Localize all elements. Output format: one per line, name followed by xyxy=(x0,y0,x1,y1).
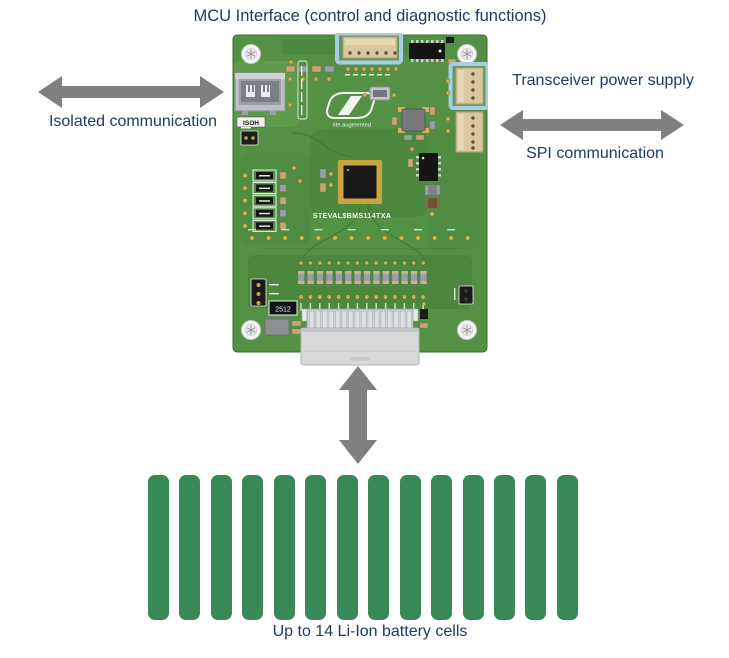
battery-cell xyxy=(242,475,264,620)
mounting-screw-top-left xyxy=(241,44,261,64)
battery-cell xyxy=(556,475,578,620)
battery-cell xyxy=(273,475,295,620)
battery-cell xyxy=(493,475,515,620)
transceiver-connector xyxy=(455,67,484,105)
resistor-2512: 2512 xyxy=(268,300,298,316)
isolated-communication-arrow xyxy=(38,76,224,108)
battery-connector xyxy=(300,308,420,366)
battery-cell xyxy=(179,475,201,620)
jumper-ext-gnd xyxy=(454,285,474,305)
test-point-row xyxy=(248,229,471,241)
battery-cell xyxy=(336,475,358,620)
battery-cell xyxy=(399,475,421,620)
mounting-screw-bottom-right xyxy=(457,320,477,340)
mounting-screw-bottom-left xyxy=(241,320,261,340)
logo-tagline: life.augmented xyxy=(333,123,371,129)
silkscreen-name: STEVAL$BMS114TXA xyxy=(313,211,392,220)
usb-connector xyxy=(234,72,286,115)
aux-connector-left xyxy=(250,278,279,307)
transformer xyxy=(391,106,436,141)
mcu-chip xyxy=(319,160,382,204)
mosfet xyxy=(264,317,302,336)
shunt-resistor-label: 2512 xyxy=(275,307,291,314)
usb-note-silkscreen-box xyxy=(287,59,308,120)
diagram-title: MCU Interface (control and diagnostic fu… xyxy=(193,7,547,25)
microusb-connector xyxy=(362,86,397,101)
spi-communication-arrow xyxy=(500,110,684,140)
mcu-connector xyxy=(342,36,398,59)
monitor-ic xyxy=(407,146,441,209)
board-to-battery-arrow xyxy=(339,366,377,464)
battery-cell xyxy=(525,475,547,620)
battery-cell xyxy=(148,475,169,620)
gpio-resistors xyxy=(242,165,303,232)
battery-cell xyxy=(210,475,232,620)
battery-cell xyxy=(462,475,484,620)
battery-cells xyxy=(148,475,578,620)
battery-cell xyxy=(305,475,327,620)
usb-port-label: ISOH xyxy=(243,120,259,127)
battery-cell xyxy=(368,475,390,620)
misc-bottom-right xyxy=(419,302,429,329)
spi-communication-label: SPI communication xyxy=(526,145,664,162)
pcb-board: ISOH life.augmented xyxy=(232,33,488,366)
battery-caption: Up to 14 Li-Ion battery cells xyxy=(272,623,468,640)
usb-port-silkscreen: ISOH xyxy=(236,116,266,128)
passive-components-top xyxy=(285,37,457,82)
battery-cell xyxy=(431,475,453,620)
spi-connector xyxy=(445,78,484,153)
jumper-isolated-side xyxy=(240,127,259,146)
isolation-ic xyxy=(409,40,445,62)
capacitor-row xyxy=(297,261,427,311)
vbatt-test-point xyxy=(429,211,435,217)
transceiver-power-label: Transceiver power supply xyxy=(512,72,694,89)
isolated-communication-label: Isolated communication xyxy=(48,113,218,130)
mounting-screw-top-right xyxy=(457,44,477,64)
mcu-connector-test-points xyxy=(345,66,399,76)
